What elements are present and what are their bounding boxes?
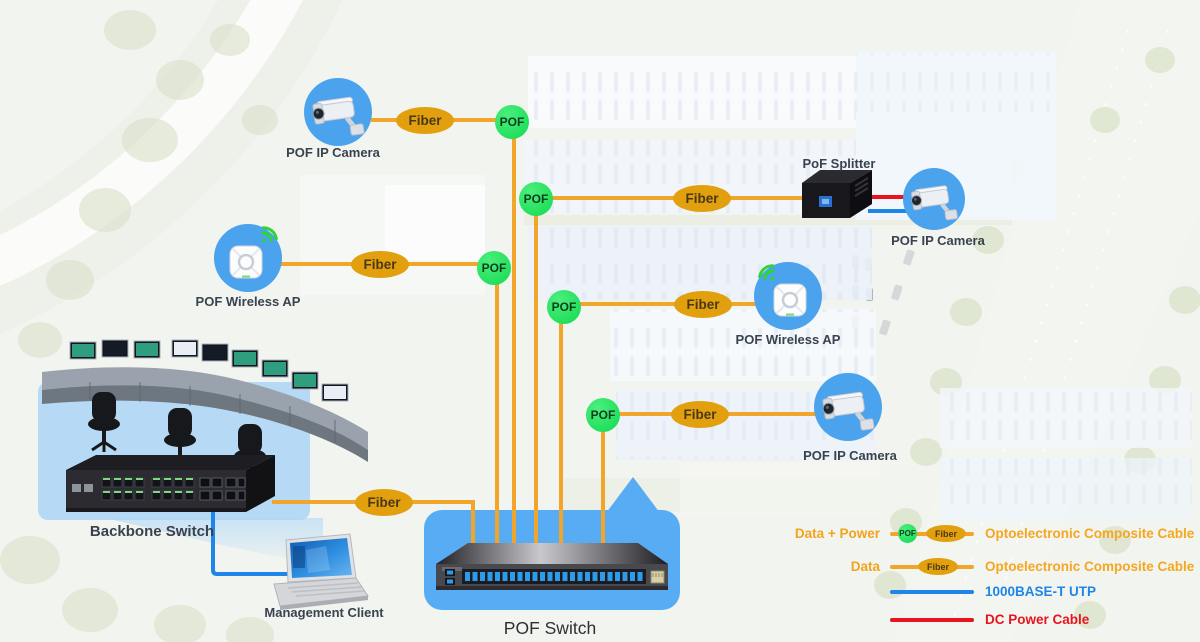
pof-switch-device — [436, 543, 668, 590]
camera-icon — [822, 391, 875, 431]
legend-dc-line — [890, 618, 974, 622]
pof-wireless-ap-node-left — [214, 224, 282, 292]
legend-composite-text-1: Optoelectronic Composite Cable — [985, 526, 1195, 541]
pof-badge: POF — [547, 290, 581, 324]
label-management-client: Management Client — [264, 605, 384, 620]
pof-ip-camera-node-top-right — [903, 168, 965, 230]
legend-dc-text: DC Power Cable — [985, 612, 1090, 627]
fiber-badge: Fiber — [674, 291, 732, 318]
fiber-badge: Fiber — [396, 107, 454, 134]
pof-badge: POF — [477, 251, 511, 285]
pof-switch-callout-pointer — [606, 477, 660, 513]
pof-ip-camera-node-right — [814, 373, 882, 441]
label-splitter: PoF Splitter — [802, 156, 876, 171]
fiber-badge: Fiber — [918, 558, 958, 575]
fiber-badge: Fiber — [673, 185, 731, 212]
pof-splitter-device — [802, 170, 872, 218]
camera-icon — [312, 96, 365, 136]
fiber-badge: Fiber — [671, 401, 729, 428]
label-pof-switch: POF Switch — [503, 618, 597, 638]
pof-ip-camera-node-top-left — [304, 78, 372, 146]
label-camera-top-left: POF IP Camera — [286, 145, 380, 160]
management-client-laptop — [273, 533, 369, 610]
backbone-switch-device — [66, 455, 275, 512]
label-ap-right: POF Wireless AP — [735, 332, 841, 347]
wifi-ap-icon — [758, 264, 807, 317]
legend-utp-line — [890, 590, 974, 594]
control-room-illustration — [42, 339, 368, 468]
legend-data-power-label: Data + Power — [794, 526, 880, 541]
fiber-badge: Fiber — [351, 251, 409, 278]
pof-badge: POF — [495, 105, 529, 139]
pof-wireless-ap-node-right — [754, 262, 822, 330]
pof-badge: POF — [519, 182, 553, 216]
fiber-badge: Fiber — [355, 489, 413, 516]
label-camera-top-right: POF IP Camera — [891, 233, 985, 248]
utp-line-client — [211, 512, 306, 576]
label-camera-right: POF IP Camera — [803, 448, 897, 463]
legend-utp-text: 1000BASE-T UTP — [985, 584, 1097, 599]
pof-badge: POF — [586, 398, 620, 432]
fiber-badge: Fiber — [926, 525, 966, 542]
legend-data-label: Data — [850, 559, 880, 574]
camera-icon — [911, 185, 958, 221]
fiber-line-backbone — [272, 500, 475, 552]
pof-badge: POF — [898, 524, 917, 543]
label-backbone-switch: Backbone Switch — [89, 523, 215, 540]
label-ap-left: POF Wireless AP — [195, 294, 301, 309]
wifi-ap-icon — [229, 226, 278, 279]
legend-composite-text-2: Optoelectronic Composite Cable — [985, 559, 1195, 574]
